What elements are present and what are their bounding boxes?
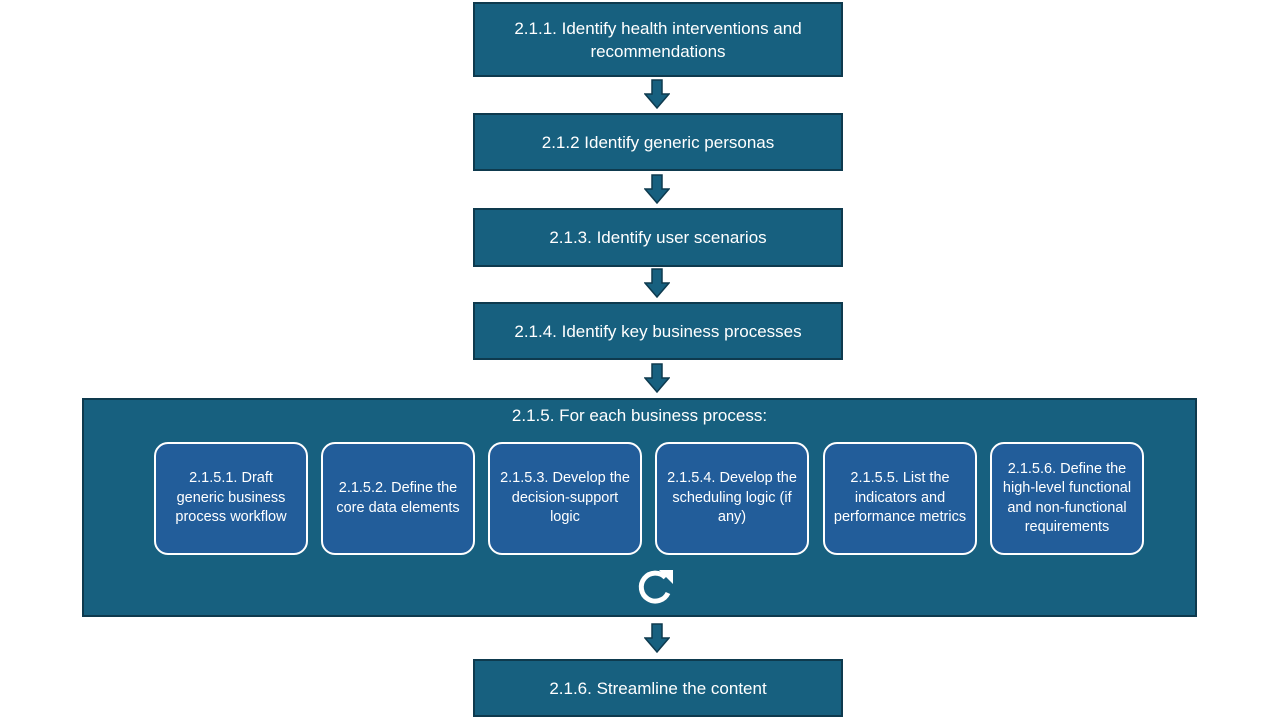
step-2-1-6: 2.1.6. Streamline the content — [473, 659, 843, 717]
substep-2-1-5-3: 2.1.5.3. Develop the decision-support lo… — [488, 442, 642, 555]
substep-2-1-5-4: 2.1.5.4. Develop the scheduling logic (i… — [655, 442, 809, 555]
substep-label: 2.1.5.3. Develop the decision-support lo… — [500, 470, 630, 526]
step-2-1-3-label: 2.1.3. Identify user scenarios — [549, 228, 767, 247]
down-arrow-icon — [644, 79, 670, 109]
step-2-1-2-label: 2.1.2 Identify generic personas — [541, 132, 775, 152]
down-arrow-icon — [644, 623, 670, 653]
substep-label: 2.1.5.4. Develop the scheduling logic (i… — [667, 470, 797, 526]
step-2-1-1-label: 2.1.1. Identify health interventions and… — [514, 18, 802, 61]
down-arrow-icon — [644, 268, 670, 298]
down-arrow-icon — [644, 363, 670, 393]
substep-2-1-5-5: 2.1.5.5. List the indicators and perform… — [823, 442, 977, 555]
step-2-1-4: 2.1.4. Identify key business processes — [473, 302, 843, 360]
cycle-arrow-icon — [638, 570, 673, 604]
substep-2-1-5-1: 2.1.5.1. Draft generic business process … — [154, 442, 308, 555]
step-2-1-5-title: 2.1.5. For each business process: — [511, 406, 768, 425]
step-2-1-3: 2.1.3. Identify user scenarios — [473, 208, 843, 267]
step-2-1-1: 2.1.1. Identify health interventions and… — [473, 2, 843, 77]
substep-label: 2.1.5.2. Define the core data elements — [336, 480, 460, 516]
step-2-1-2: 2.1.2 Identify generic personas — [473, 113, 843, 171]
substep-label: 2.1.5.1. Draft generic business process … — [175, 470, 287, 526]
step-2-1-5-container: 2.1.5. For each business process: 2.1.5.… — [82, 398, 1197, 617]
substep-2-1-5-6: 2.1.5.6. Define the high-level functiona… — [990, 442, 1144, 555]
step-2-1-6-label: 2.1.6. Streamline the content — [549, 678, 767, 698]
substep-label: 2.1.5.6. Define the high-level functiona… — [1002, 460, 1132, 536]
substep-2-1-5-2: 2.1.5.2. Define the core data elements — [321, 442, 475, 555]
down-arrow-icon — [644, 174, 670, 204]
substep-label: 2.1.5.5. List the indicators and perform… — [833, 470, 967, 526]
step-2-1-4-label: 2.1.4. Identify key business processes — [514, 321, 802, 341]
